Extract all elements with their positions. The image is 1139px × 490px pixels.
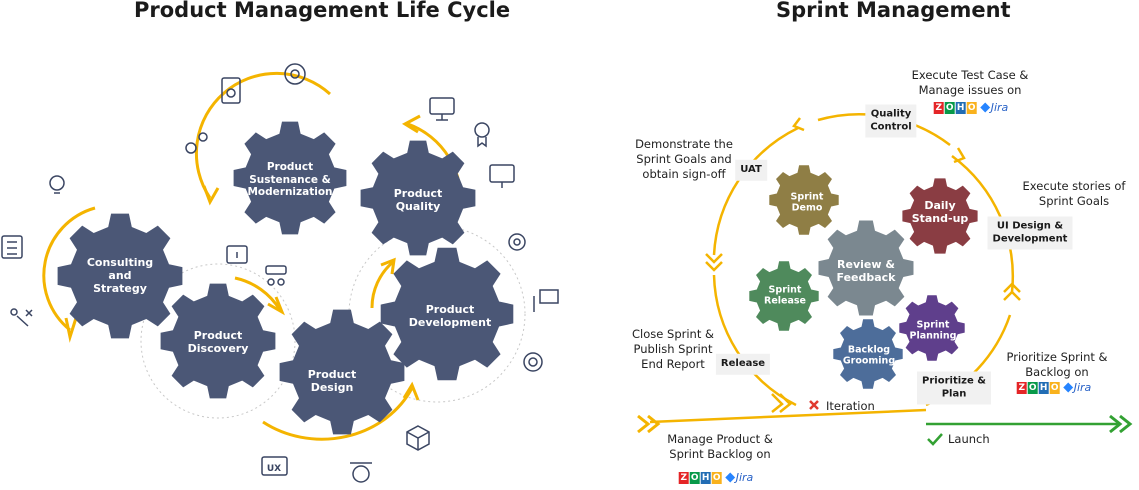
- tag-release: Release: [715, 353, 771, 375]
- tag-uat: UAT: [735, 159, 767, 181]
- gear-sprint-planning: [899, 295, 965, 361]
- ux-icon-label: UX: [267, 464, 281, 474]
- gear-design: [279, 309, 405, 435]
- people-chart-icon: [265, 265, 287, 286]
- lightbulb-icon: [49, 175, 65, 194]
- jira-logo: Jira: [1063, 381, 1091, 394]
- badge-icon: [474, 122, 490, 148]
- jira-logo: Jira: [725, 471, 753, 484]
- iteration-x-icon: [809, 400, 819, 410]
- start-chevron-icon: [637, 414, 661, 434]
- note-manage-product: Manage Product &Sprint Backlog on: [667, 432, 773, 461]
- gear-discovery: [160, 283, 276, 399]
- gear-quality: [360, 140, 476, 256]
- sprint-cycle-arc: [712, 274, 797, 407]
- gear-sprint-release: [749, 261, 819, 331]
- end-chevron-icon: [1109, 414, 1133, 434]
- checklist-icon: [1, 235, 23, 259]
- monitor-chart-icon: [429, 97, 455, 121]
- flow-arc: [234, 276, 282, 311]
- gear-label-review-feedback: Review &Feedback: [836, 257, 896, 284]
- chevron-icon: [953, 147, 966, 164]
- chevron-icon: [771, 393, 792, 413]
- document-gear-icon: [221, 77, 241, 104]
- arrow-icon: [402, 381, 420, 401]
- flow-arc: [262, 387, 414, 441]
- chevron-icon: [792, 117, 805, 132]
- team-gear-icon: [284, 63, 306, 85]
- arrow-icon: [380, 257, 396, 275]
- note-prioritize-sprint: Prioritize Sprint &Backlog on: [1006, 350, 1108, 379]
- gear-development: [380, 247, 514, 381]
- flow-arc: [42, 206, 96, 332]
- lifecycle-title: Product Management Life Cycle: [134, 0, 511, 22]
- timeline-line: [649, 408, 927, 424]
- person-gear-icon: [508, 233, 526, 251]
- note-execute-test: Execute Test Case &Manage issues on: [911, 68, 1029, 97]
- arrow-icon: [401, 114, 421, 134]
- arrow-icon: [267, 296, 285, 316]
- presentation-icon: [533, 289, 559, 312]
- gears-icon: [185, 132, 208, 154]
- launch-check-icon: [927, 433, 943, 446]
- arrow-icon: [202, 185, 220, 206]
- sitemap-icon: [226, 245, 248, 264]
- flow-arc: [370, 260, 394, 309]
- strategy-icon: [10, 308, 33, 327]
- ux-icon: [261, 456, 288, 476]
- iteration-label: Iteration: [826, 399, 875, 413]
- tag-prioritize-plan: Prioritize &Plan: [917, 371, 991, 405]
- settings-icon: [523, 352, 543, 372]
- gear-backlog-grooming: [833, 319, 903, 389]
- chevron-icon: [1003, 282, 1021, 301]
- gear-sprint-demo: [769, 165, 839, 235]
- flow-arc: [194, 71, 332, 199]
- tag-ui-design: UI Design &Development: [987, 216, 1073, 250]
- arrow-icon: [64, 317, 78, 343]
- gear-consulting: [57, 213, 183, 339]
- gear-review-feedback: [818, 220, 914, 316]
- jira-logo: Jira: [980, 101, 1008, 114]
- monitor-settings-icon: [489, 164, 515, 188]
- sprint-title: Sprint Management: [776, 0, 1011, 22]
- gear-sustenance: [233, 121, 347, 235]
- sprint-cycle-arc: [951, 154, 1014, 293]
- chevron-icon: [705, 253, 723, 272]
- dotted-orbit: [140, 263, 296, 419]
- gear-daily-standup: [902, 178, 978, 254]
- pen-tool-icon: [350, 462, 372, 483]
- cube-icon: [406, 425, 430, 451]
- launch-label: Launch: [948, 432, 990, 446]
